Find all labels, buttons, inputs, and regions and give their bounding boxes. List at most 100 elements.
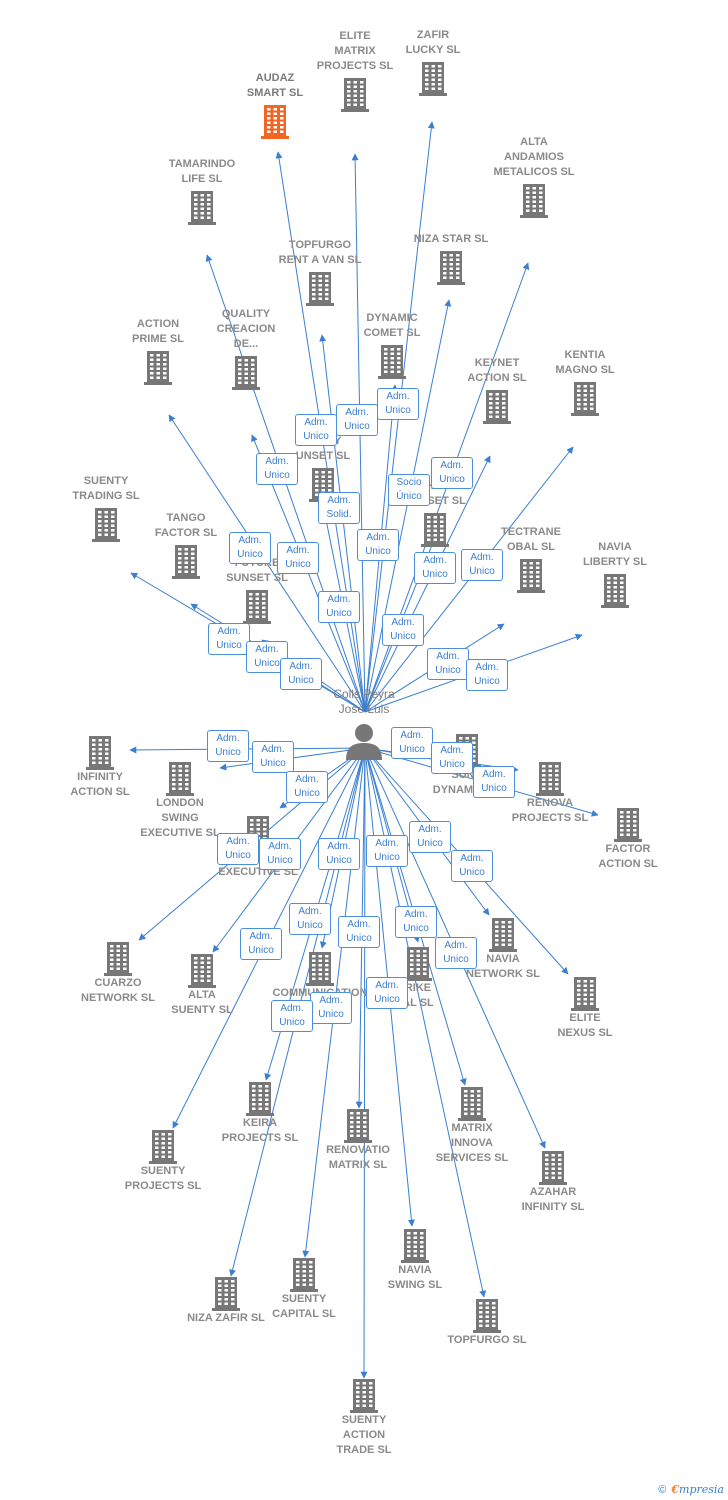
role-badge: Adm. Unico [461,549,503,581]
company-label: TANGO FACTOR SL [154,512,218,539]
company-node-topfurgo_rent[interactable]: TOPFURGO RENT A VAN SL [265,238,375,306]
role-badge: Adm. Unico [435,937,477,969]
company-node-matrix_innova[interactable]: MATRIX INNOVA SERVICES SL [417,1083,527,1166]
company-label: TOPFURGO SL [447,1334,527,1346]
company-label: RENOVA PROJECTS SL [511,797,589,824]
building-icon [378,345,406,379]
company-label: KEYNET ACTION SL [467,357,527,384]
building-icon [232,356,260,390]
company-label: NAVIA NETWORK SL [466,953,540,980]
role-badge: Adm. Unico [431,457,473,489]
company-node-suenty_projects[interactable]: SUENTY PROJECTS SL [108,1126,218,1194]
company-label: NIZA STAR SL [413,233,489,245]
company-node-keynet[interactable]: KEYNET ACTION SL [442,356,552,424]
role-badge: Adm. Unico [357,529,399,561]
company-node-suenty_capital[interactable]: SUENTY CAPITAL SL [249,1254,359,1322]
role-badge: Adm. Unico [414,552,456,584]
company-node-niza_star[interactable]: NIZA STAR SL [396,232,506,285]
company-label: AZAHAR INFINITY SL [521,1186,585,1213]
role-badge: Adm. Unico [366,977,408,1009]
company-label: TECTRANE OBAL SL [501,526,561,553]
building-icon [539,1151,567,1185]
company-node-suenty_trading[interactable]: SUENTY TRADING SL [51,474,161,542]
role-badge: Adm. Unico [277,542,319,574]
company-label: FACTOR ACTION SL [598,843,658,870]
role-badge: Adm. Unico [366,835,408,867]
role-badge: Adm. Unico [295,414,337,446]
role-badge: Adm. Unico [208,623,250,655]
company-node-keira[interactable]: KEIRA PROJECTS SL [205,1078,315,1146]
company-label: DYNAMIC COMET SL [363,312,421,339]
building-icon [306,952,334,986]
company-label: NAVIA SWING SL [387,1264,443,1291]
role-badge: Adm. Unico [382,614,424,646]
brand-logo: €mpresia [671,1483,724,1496]
company-node-elite_nexus[interactable]: ELITE NEXUS SL [530,973,640,1041]
company-node-suenty_action[interactable]: SUENTY ACTION TRADE SL [309,1375,419,1458]
role-badge: Adm. Unico [280,658,322,690]
company-node-navia_liberty[interactable]: NAVIA LIBERTY SL [560,540,670,608]
company-node-infinity[interactable]: INFINITY ACTION SL [45,732,155,800]
building-icon [517,559,545,593]
company-node-strike[interactable]: RIKE AL SL [363,943,473,1011]
person-name[interactable]: Colls Peyra Jose Luis [333,687,395,716]
company-label: LONDON SWING EXECUTIVE SL [140,797,220,839]
role-badge: Adm. Unico [289,903,331,935]
company-node-navia_swing[interactable]: NAVIA SWING SL [360,1225,470,1293]
role-badge: Adm. Unico [246,641,288,673]
company-label: AUDAZ SMART SL [246,72,304,99]
building-icon [473,1299,501,1333]
company-node-niza_zafir[interactable]: NIZA ZAFIR SL [171,1273,281,1326]
building-icon [261,105,289,139]
company-node-navia_network[interactable]: NAVIA NETWORK SL [448,914,558,982]
role-badge: Adm. Unico [318,838,360,870]
company-node-renova[interactable]: RENOVA PROJECTS SL [495,758,605,826]
company-node-kentia[interactable]: KENTIA MAGNO SL [530,348,640,416]
building-icon [483,390,511,424]
company-node-quality[interactable]: QUALITY CREACION DE... [191,307,301,390]
edge-niza_star [364,299,452,713]
company-label: NAVIA LIBERTY SL [583,541,647,568]
company-node-cuarzo[interactable]: CUARZO NETWORK SL [63,938,173,1006]
role-badge: Adm. Unico [207,730,249,762]
role-badge: Adm. Unico [259,838,301,870]
company-node-tamarindo[interactable]: TAMARINDO LIFE SL [147,157,257,225]
company-node-dynamic_comet[interactable]: DYNAMIC COMET SL [337,311,447,379]
company-node-elite_matrix[interactable]: ELITE MATRIX PROJECTS SL [300,29,410,112]
company-label: RENOVATIO MATRIX SL [326,1144,390,1171]
building-icon [571,382,599,416]
role-badge: Adm. Unico [240,928,282,960]
edge-suenty_action [360,747,368,1379]
company-node-alta_suenty[interactable]: ALTA SUENTY SL [147,950,257,1018]
company-node-tectrane[interactable]: TECTRANE OBAL SL [476,525,586,593]
role-badge: Adm. Unico [217,833,259,865]
building-icon [404,947,432,981]
company-node-alta_andamios[interactable]: ALTA ANDAMIOS METALICOS SL [479,135,589,218]
role-badge: Adm. Unico [395,906,437,938]
company-node-factor_action[interactable]: FACTOR ACTION SL [573,804,683,872]
building-icon [188,954,216,988]
role-badge: Adm. Unico [229,532,271,564]
building-icon [341,78,369,112]
role-badge: Adm. Unico [473,766,515,798]
company-label: ACTION PRIME SL [132,318,184,345]
company-node-renovatio[interactable]: RENOVATIO MATRIX SL [303,1105,413,1173]
role-badge: Adm. Unico [256,453,298,485]
person-icon[interactable] [338,720,390,764]
company-node-action_prime[interactable]: ACTION PRIME SL [103,317,213,385]
company-node-tango[interactable]: TANGO FACTOR SL [131,511,241,579]
building-icon [92,508,120,542]
company-node-topfurgo[interactable]: TOPFURGO SL [432,1295,542,1348]
company-label: TAMARINDO LIFE SL [168,158,236,185]
company-node-audaz[interactable]: AUDAZ SMART SL [220,71,330,139]
building-icon [212,1277,240,1311]
edge-keynet [364,455,491,713]
company-node-london[interactable]: LONDON SWING EXECUTIVE SL [125,758,235,841]
company-node-zafir_lucky[interactable]: ZAFIR LUCKY SL [378,28,488,96]
company-node-azahar[interactable]: AZAHAR INFINITY SL [498,1147,608,1215]
role-badge: Adm. Unico [271,1000,313,1032]
company-label: ELITE MATRIX PROJECTS SL [316,30,394,72]
building-icon [419,62,447,96]
role-badge: Adm. Solid. [318,492,360,524]
building-icon [458,1087,486,1121]
